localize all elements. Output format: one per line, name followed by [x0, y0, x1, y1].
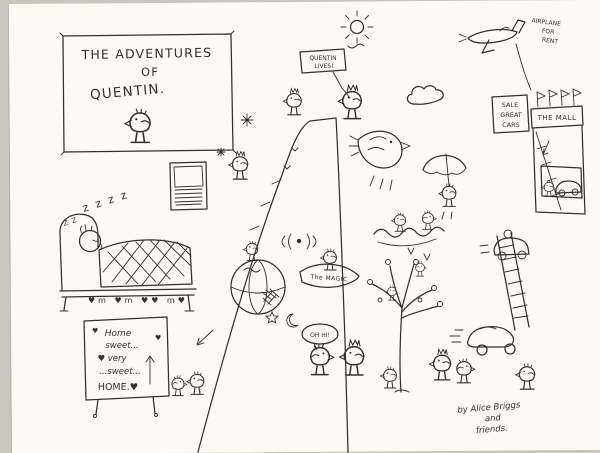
home-sign-line4: ...sweet...	[99, 367, 140, 377]
airplane-ad-line2: FOR	[541, 28, 554, 36]
mall-flags	[536, 88, 583, 108]
home-sign-line1: Home	[105, 329, 132, 339]
title-text-line1: THE ADVENTURES	[80, 45, 212, 62]
flying-bird-drawing	[348, 130, 412, 191]
home-sign-heart-2: ♥	[155, 334, 161, 342]
paper-edge	[7, 3, 13, 453]
home-sign-line5: HOME.♥	[98, 382, 138, 393]
home-sign-line2: sweet...	[105, 341, 138, 351]
signature-line2: and	[484, 413, 501, 424]
quentin-flag-group: QUENTIN LIVES!	[299, 48, 361, 119]
speech-bubble-text: OH HI!	[310, 332, 330, 339]
quentin-sign-line1: QUENTIN	[309, 55, 336, 62]
magic-banner-text: The MAGIC	[309, 274, 348, 284]
arrow-icon	[196, 329, 214, 346]
cloud-icon	[406, 85, 444, 105]
bottom-birds: OH HI!	[301, 323, 475, 388]
mall-sign-text: THE MALL	[537, 114, 577, 122]
globe-drawing	[230, 241, 286, 315]
star-icon	[264, 310, 280, 324]
tree-drawing	[367, 247, 443, 393]
title-frame: THE ADVENTURES OF QUENTIN.	[59, 30, 237, 156]
signature: by Alice Briggs and friends.	[457, 400, 521, 436]
home-sign-line3: ♥ very	[97, 354, 127, 364]
sun-icon	[340, 10, 374, 49]
signature-line3: friends.	[475, 423, 508, 436]
starburst-icon	[240, 113, 254, 127]
sale-sign-line1: SALE	[502, 101, 518, 109]
airplane-drawing: AIRPLANE FOR RENT	[458, 17, 561, 91]
magic-surfer-drawing: The MAGIC	[281, 233, 360, 288]
slide-car-drawing	[479, 229, 530, 331]
quentin-sign-line2: LIVES!	[314, 63, 333, 70]
sale-sign-line2: GREAT	[500, 111, 522, 119]
mall-drawing: SALE GREAT CARS THE MALL	[491, 88, 586, 215]
paper	[8, 0, 600, 453]
nest-birds-drawing	[373, 211, 445, 247]
doodles	[196, 113, 299, 346]
sale-sign-line3: CARS	[502, 121, 520, 129]
car-drawing	[449, 326, 535, 390]
title-text-line2: OF	[141, 65, 159, 79]
title-text-line3: QUENTIN.	[89, 81, 165, 104]
window-drawing	[169, 161, 208, 211]
umbrella-bird-drawing	[422, 153, 467, 220]
moon-icon	[286, 313, 299, 328]
airplane-ad-line1: AIRPLANE	[531, 17, 561, 28]
home-sign: Home sweet... ♥ very ...sweet... HOME.♥ …	[83, 316, 204, 418]
airplane-ad-line3: RENT	[541, 37, 558, 46]
bed-marks: ♥m ♥m ♥♥ m♥	[88, 296, 188, 305]
home-sign-heart-1: ♥	[92, 327, 98, 335]
